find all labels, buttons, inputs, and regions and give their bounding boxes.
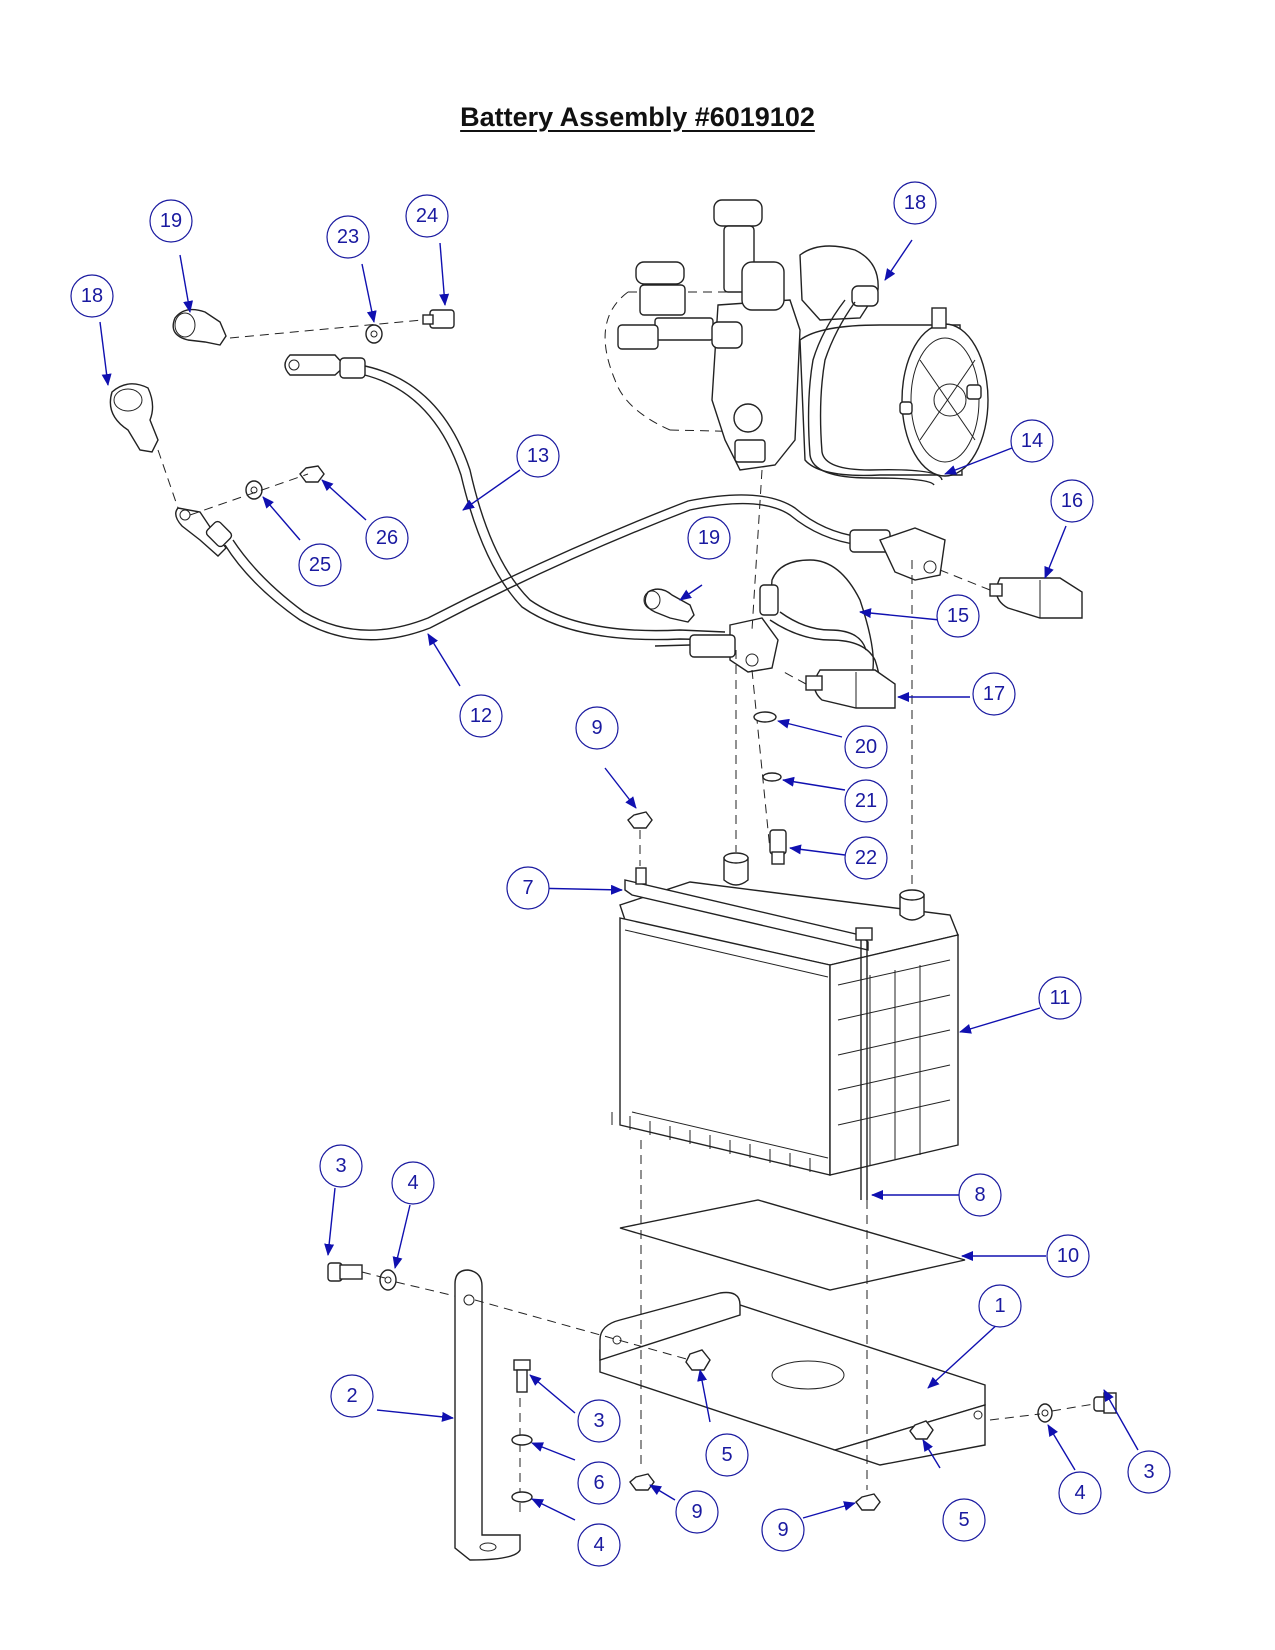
svg-text:12: 12 [470, 705, 492, 727]
callout-22: 22 [844, 836, 888, 880]
callout-13: 13 [516, 434, 560, 478]
svg-text:18: 18 [904, 192, 926, 214]
terminal-cap-18-left [109, 383, 159, 453]
callout-4: 4 [391, 1161, 435, 1205]
svg-text:11: 11 [1050, 987, 1071, 1009]
leader-arrows [99, 239, 1139, 1521]
svg-text:4: 4 [1074, 1482, 1085, 1504]
callout-4: 4 [1058, 1471, 1102, 1515]
svg-text:7: 7 [522, 877, 533, 899]
svg-text:20: 20 [855, 736, 877, 758]
callout-20: 20 [844, 725, 888, 769]
svg-text:1: 1 [994, 1295, 1005, 1317]
callout-19: 19 [687, 516, 731, 560]
callout-17: 17 [972, 672, 1016, 716]
svg-text:9: 9 [691, 1501, 702, 1523]
svg-text:5: 5 [721, 1444, 732, 1466]
svg-text:8: 8 [974, 1184, 985, 1206]
callout-14: 14 [1010, 419, 1054, 463]
callout-16: 16 [1050, 479, 1094, 523]
terminal-hardware-stack [751, 469, 787, 865]
callout-21: 21 [844, 779, 888, 823]
callout-5: 5 [705, 1433, 749, 1477]
svg-text:3: 3 [335, 1155, 346, 1177]
svg-text:6: 6 [593, 1472, 604, 1494]
battery-cable-15 [654, 559, 880, 684]
callout-3: 3 [1127, 1450, 1171, 1494]
hydraulic-pump-unit [604, 199, 989, 486]
terminal-cap-19-left [172, 308, 227, 346]
callout-9: 9 [575, 706, 619, 750]
bracket [454, 1269, 691, 1561]
callout-7: 7 [506, 866, 550, 910]
callout-25: 25 [298, 543, 342, 587]
svg-text:5: 5 [958, 1509, 969, 1531]
callout-3: 3 [319, 1144, 363, 1188]
svg-text:25: 25 [309, 554, 331, 576]
callout-23: 23 [326, 215, 370, 259]
terminal-boot-17 [805, 669, 896, 709]
svg-text:3: 3 [1143, 1461, 1154, 1483]
callout-3: 3 [577, 1399, 621, 1443]
svg-text:4: 4 [407, 1172, 418, 1194]
svg-text:19: 19 [698, 527, 720, 549]
callout-2: 2 [330, 1374, 374, 1418]
battery-cable-12 [175, 494, 946, 641]
terminal-boot-16 [989, 577, 1083, 619]
page-title: Battery Assembly #6019102 [460, 102, 815, 132]
svg-text:18: 18 [81, 285, 103, 307]
svg-text:17: 17 [983, 683, 1005, 705]
svg-text:4: 4 [593, 1534, 604, 1556]
svg-text:10: 10 [1057, 1245, 1079, 1267]
battery-pad [619, 1199, 966, 1291]
svg-text:3: 3 [593, 1410, 604, 1432]
battery [611, 560, 991, 1200]
svg-text:16: 16 [1061, 490, 1083, 512]
svg-text:14: 14 [1021, 430, 1043, 452]
callout-6: 6 [577, 1461, 621, 1505]
svg-text:19: 19 [160, 210, 182, 232]
callout-1: 1 [978, 1284, 1022, 1328]
callout-5: 5 [942, 1498, 986, 1542]
svg-text:24: 24 [416, 205, 438, 227]
svg-text:2: 2 [346, 1385, 357, 1407]
callout-12: 12 [459, 694, 503, 738]
battery-tray [599, 1140, 986, 1511]
svg-text:9: 9 [591, 717, 602, 739]
callout-9: 9 [675, 1490, 719, 1534]
callout-9: 9 [761, 1508, 805, 1552]
callout-8: 8 [958, 1173, 1002, 1217]
callout-26: 26 [365, 516, 409, 560]
callout-18: 18 [70, 274, 114, 318]
callout-15: 15 [936, 594, 980, 638]
svg-text:23: 23 [337, 226, 359, 248]
battery-cable-13 [284, 354, 726, 641]
callout-11: 11 [1038, 976, 1082, 1020]
hardware-upper-left [157, 309, 455, 516]
callout-24: 24 [405, 194, 449, 238]
svg-text:22: 22 [855, 847, 877, 869]
callout-10: 10 [1046, 1234, 1090, 1278]
svg-text:15: 15 [947, 605, 969, 627]
callout-18: 18 [893, 181, 937, 225]
svg-text:9: 9 [777, 1519, 788, 1541]
svg-text:21: 21 [855, 790, 877, 812]
callout-19: 19 [149, 199, 193, 243]
terminal-cap-19-center [643, 588, 695, 623]
callout-4: 4 [577, 1523, 621, 1567]
svg-text:13: 13 [527, 445, 549, 467]
svg-text:26: 26 [376, 527, 398, 549]
